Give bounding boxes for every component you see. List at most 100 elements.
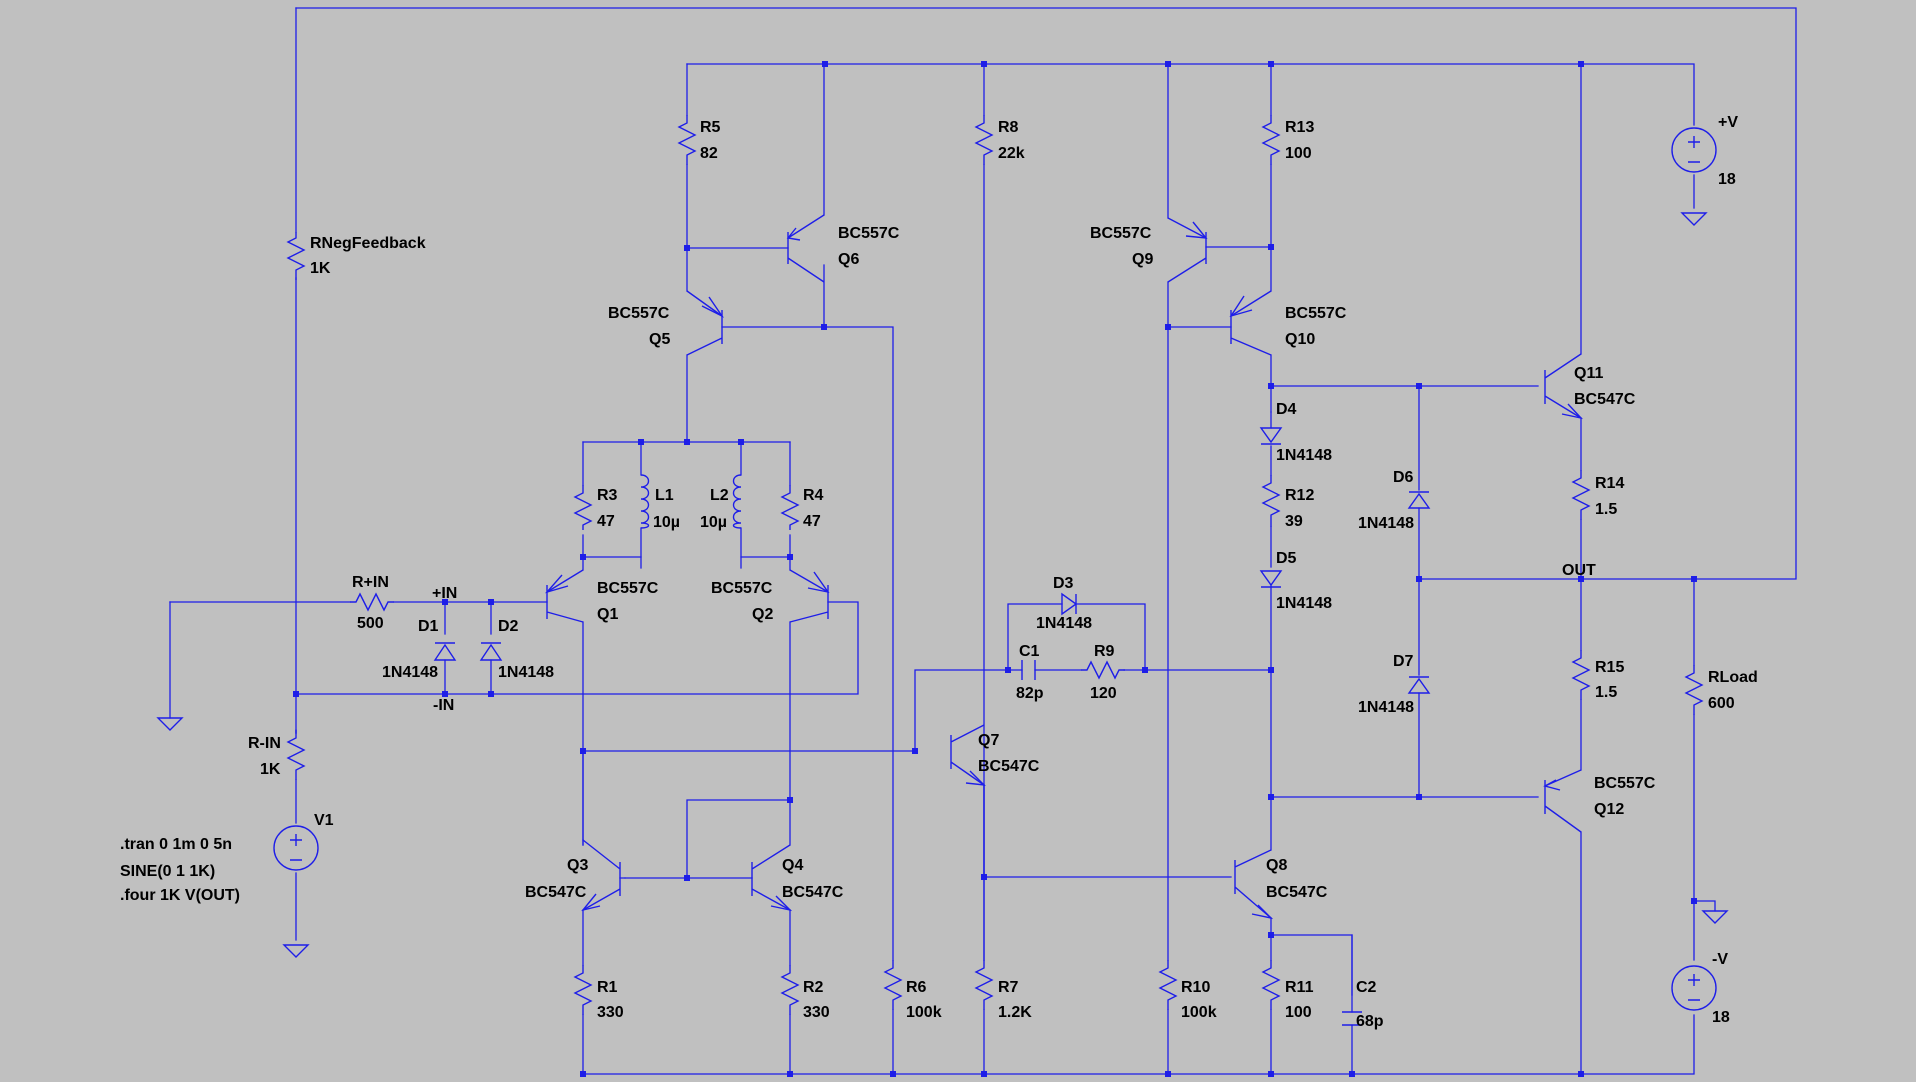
q8-model: BC547C: [1266, 884, 1328, 901]
vpos-symbol: [1671, 127, 1717, 173]
out-label: OUT: [1562, 562, 1596, 579]
ground-symbol: [282, 944, 310, 958]
q1-model: BC557C: [597, 580, 659, 597]
q11-symbol: [1544, 353, 1584, 420]
q12-symbol: [1543, 769, 1582, 833]
r8-symbol: [974, 115, 994, 165]
q5-symbol: [686, 290, 725, 356]
d1-symbol: [433, 642, 457, 661]
r10-symbol: [1158, 960, 1178, 1010]
d2-ref: D2: [498, 618, 519, 635]
l2-symbol: [732, 474, 742, 529]
r13-ref: R13: [1285, 119, 1314, 136]
q2-model: BC557C: [711, 580, 773, 597]
r8-value: 22k: [998, 145, 1025, 162]
r15-symbol: [1571, 650, 1591, 700]
d6-model: 1N4148: [1358, 515, 1414, 532]
r6-value: 100k: [906, 1004, 942, 1021]
r7-symbol: [974, 960, 994, 1010]
rneg-ref: RNegFeedback: [310, 235, 426, 252]
ground-symbol: [156, 717, 184, 731]
q11-model: BC547C: [1574, 391, 1636, 408]
l1-ref: L1: [655, 487, 674, 504]
in-plus-label: +IN: [432, 585, 457, 602]
vneg-value: 18: [1712, 1009, 1730, 1026]
r14-ref: R14: [1595, 475, 1624, 492]
q10-model: BC557C: [1285, 305, 1347, 322]
rload-symbol: [1684, 665, 1704, 715]
r11-symbol: [1261, 960, 1281, 1010]
r10-ref: R10: [1181, 979, 1210, 996]
directive-2: SINE(0 1 1K): [120, 863, 215, 880]
q8-symbol: [1234, 849, 1274, 920]
d3-ref: D3: [1053, 575, 1074, 592]
r1-symbol: [573, 965, 593, 1015]
c1-symbol: [1021, 660, 1036, 680]
q9-model: BC557C: [1090, 225, 1152, 242]
r14-symbol: [1571, 470, 1591, 520]
q3-model: BC547C: [525, 884, 587, 901]
r-in-ref: R-IN: [248, 735, 281, 752]
q4-ref: Q4: [782, 857, 803, 874]
r3-symbol: [573, 485, 593, 530]
r8-ref: R8: [998, 119, 1019, 136]
r13-symbol: [1261, 115, 1281, 165]
in-minus-label: -IN: [433, 697, 454, 714]
vpos-value: 18: [1718, 171, 1736, 188]
d2-symbol: [479, 642, 503, 661]
q2-symbol: [789, 569, 830, 623]
q7-symbol: [950, 724, 986, 786]
r5-ref: R5: [700, 119, 721, 136]
r5-symbol: [677, 115, 697, 165]
r3-ref: R3: [597, 487, 618, 504]
d3-symbol: [1061, 592, 1078, 616]
q9-symbol: [1167, 217, 1208, 283]
q12-model: BC557C: [1594, 775, 1656, 792]
ground-symbol: [1701, 910, 1729, 924]
r4-symbol: [780, 485, 800, 530]
l1-symbol: [640, 474, 650, 529]
c2-ref: C2: [1356, 979, 1377, 996]
d7-ref: D7: [1393, 653, 1414, 670]
q5-ref: Q5: [649, 331, 670, 348]
rload-ref: RLoad: [1708, 669, 1758, 686]
r7-ref: R7: [998, 979, 1019, 996]
c1-value: 82p: [1016, 685, 1044, 702]
r-in-value: 1K: [260, 761, 281, 778]
q10-symbol: [1229, 290, 1272, 356]
r-in-symbol: [286, 730, 306, 780]
components: [156, 115, 1729, 1026]
r9-value: 120: [1090, 685, 1117, 702]
d1-ref: D1: [418, 618, 439, 635]
d6-ref: D6: [1393, 469, 1414, 486]
component-labels: R5 82 R8 22k R13 100 BC557C Q6 BC557C Q9…: [120, 114, 1758, 1030]
q7-ref: Q7: [978, 732, 999, 749]
q9-ref: Q9: [1132, 251, 1153, 268]
r2-value: 330: [803, 1004, 830, 1021]
vneg-ref: -V: [1712, 951, 1728, 968]
l2-ref: L2: [710, 487, 729, 504]
l1-value: 10µ: [653, 514, 680, 531]
rneg-value: 1K: [310, 260, 331, 277]
r3-value: 47: [597, 513, 615, 530]
q12-ref: Q12: [1594, 801, 1624, 818]
d2-model: 1N4148: [498, 664, 554, 681]
r12-symbol: [1261, 475, 1281, 527]
d7-model: 1N4148: [1358, 699, 1414, 716]
r11-value: 100: [1285, 1004, 1312, 1021]
rin-plus-value: 500: [357, 615, 384, 632]
vpos-ref: +V: [1718, 114, 1738, 131]
rload-value: 600: [1708, 695, 1735, 712]
l2-value: 10µ: [700, 514, 727, 531]
rneg-symbol: [286, 232, 306, 280]
d7-symbol: [1407, 676, 1431, 694]
q3-ref: Q3: [567, 857, 588, 874]
d5-symbol: [1259, 570, 1283, 588]
v1-ref: V1: [314, 812, 334, 829]
d6-symbol: [1407, 491, 1431, 509]
d5-model: 1N4148: [1276, 595, 1332, 612]
r6-ref: R6: [906, 979, 927, 996]
ground-symbol: [1680, 212, 1708, 226]
